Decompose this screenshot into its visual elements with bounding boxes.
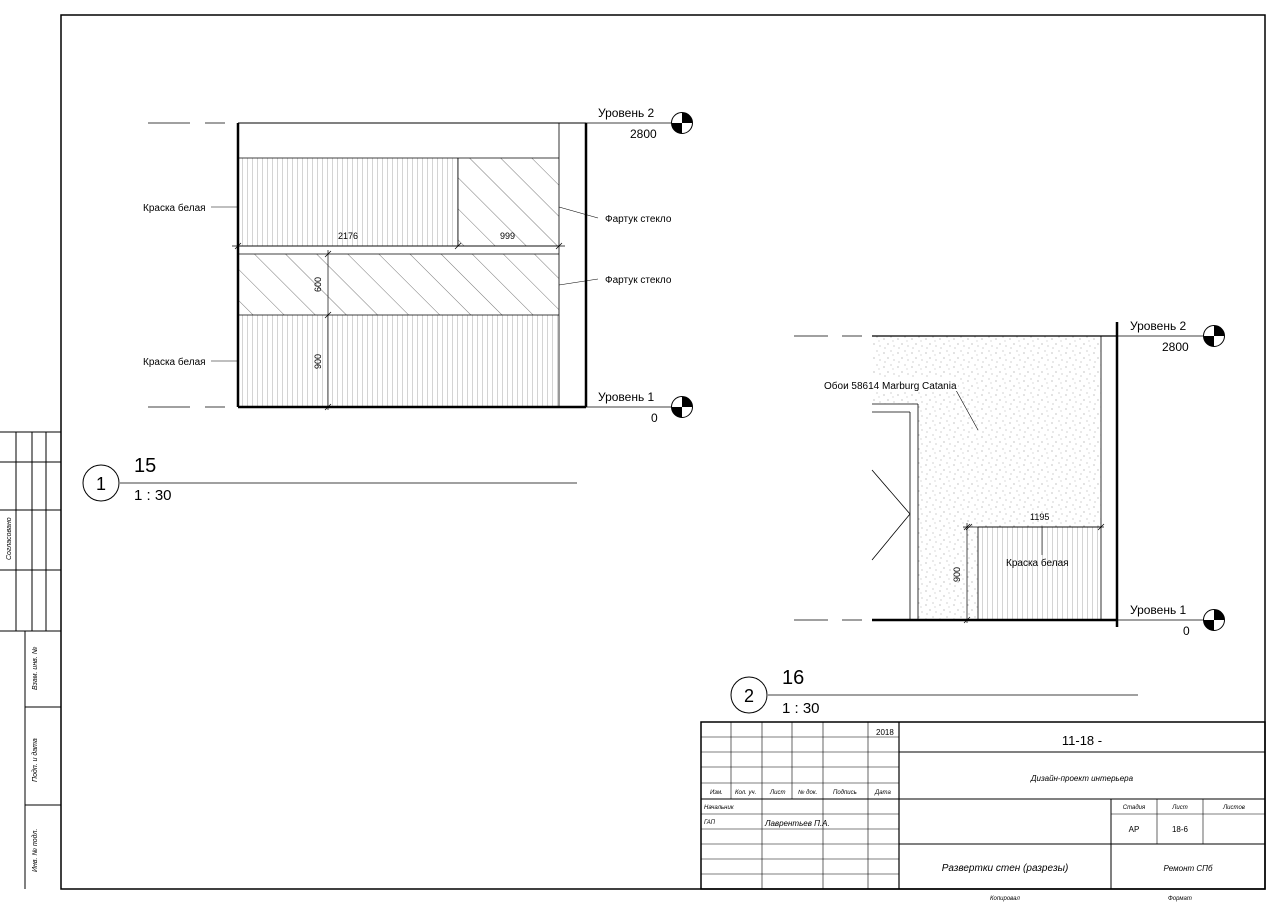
- paint-panel-top: [238, 158, 458, 246]
- dim-900: 900: [313, 354, 323, 369]
- side-stamp-label-2: Подп. и дата: [31, 738, 39, 782]
- label-paint-bottom: Краска белая: [143, 356, 206, 368]
- tb-stage-header: Стадия: [1123, 805, 1146, 811]
- view-1-elevation: [148, 112, 693, 418]
- paint-area: [978, 527, 1101, 620]
- dim-900-view2: 900: [952, 567, 962, 582]
- side-stamp: [0, 431, 61, 889]
- tb-row-gap: ГАП: [704, 820, 716, 826]
- side-stamp-approved: Согласовано: [6, 517, 13, 560]
- tb-col-sign: Подпись: [833, 790, 857, 796]
- tb-row-chief: Начальник: [704, 805, 735, 811]
- tb-year: 2018: [876, 728, 894, 737]
- tb-sheets-header: Листов: [1222, 805, 1245, 811]
- dim-2176: 2176: [338, 231, 358, 241]
- tb-project: Дизайн-проект интерьера: [1030, 774, 1134, 783]
- level-marker-icon: [1203, 325, 1225, 347]
- level-marker-icon: [671, 396, 693, 418]
- tb-copied: Копировал: [990, 896, 1020, 902]
- tb-col-doc: № док.: [798, 789, 817, 796]
- view1-level-top-name: Уровень 2: [598, 106, 655, 120]
- dim-999: 999: [500, 231, 515, 241]
- dim-1195: 1195: [1030, 512, 1049, 522]
- view1-level-top-value: 2800: [630, 127, 657, 141]
- tb-gap-name: Лаврентьев П.А.: [764, 819, 830, 828]
- label-wallpaper: Обои 58614 Marburg Catania: [824, 380, 957, 392]
- view2-level-top-value: 2800: [1162, 340, 1189, 354]
- view1-level-bottom-value: 0: [651, 411, 658, 425]
- view2-level-top-name: Уровень 2: [1130, 319, 1187, 333]
- level-marker-icon: [671, 112, 693, 134]
- glass-panel-top: [458, 158, 559, 246]
- view1-sheet: 15: [134, 455, 156, 477]
- view1-scale: 1 : 30: [134, 487, 172, 504]
- view2-scale: 1 : 30: [782, 700, 820, 717]
- view-1-title: [82, 464, 577, 502]
- label-glass-mid: Фартук стекло: [605, 275, 672, 286]
- tb-col-date: Дата: [874, 790, 891, 796]
- title-block: [700, 721, 1266, 890]
- view-2-title: [730, 676, 1138, 714]
- side-stamp-label-1: Взам. инв. №: [32, 646, 39, 690]
- view1-number: 1: [96, 474, 106, 494]
- paint-panel-bottom: [238, 315, 559, 407]
- tb-sheet: 18-6: [1172, 825, 1189, 834]
- side-stamp-label-3: Инв. № подл.: [31, 829, 39, 872]
- view2-number: 2: [744, 686, 754, 706]
- view1-level-bottom-name: Уровень 1: [598, 390, 655, 404]
- tb-stage: АР: [1129, 825, 1140, 834]
- tb-drawing-title: Развертки стен (разрезы): [942, 863, 1069, 874]
- view2-sheet: 16: [782, 667, 804, 689]
- tb-sheet-header: Лист: [1171, 805, 1187, 811]
- tb-org: Ремонт СПб: [1164, 864, 1213, 873]
- label-paint-top: Краска белая: [143, 202, 206, 214]
- view2-level-bottom-name: Уровень 1: [1130, 603, 1187, 617]
- sheet-frame: [60, 14, 1266, 890]
- tb-col-izm: Изм.: [710, 790, 723, 796]
- view2-level-bottom-value: 0: [1183, 624, 1190, 638]
- dim-600: 600: [313, 277, 323, 292]
- view-2-elevation: [794, 322, 1225, 631]
- glass-backsplash: [238, 254, 559, 315]
- tb-format: Формат: [1168, 896, 1192, 902]
- label-paint-view2: Краска белая: [1006, 557, 1069, 569]
- tb-col-koluch: Кол. уч.: [735, 790, 756, 796]
- tb-code: 11-18 -: [1062, 733, 1102, 748]
- label-glass-top: Фартук стекло: [605, 214, 672, 225]
- level-marker-icon: [1203, 609, 1225, 631]
- tb-col-list: Лист: [769, 790, 785, 796]
